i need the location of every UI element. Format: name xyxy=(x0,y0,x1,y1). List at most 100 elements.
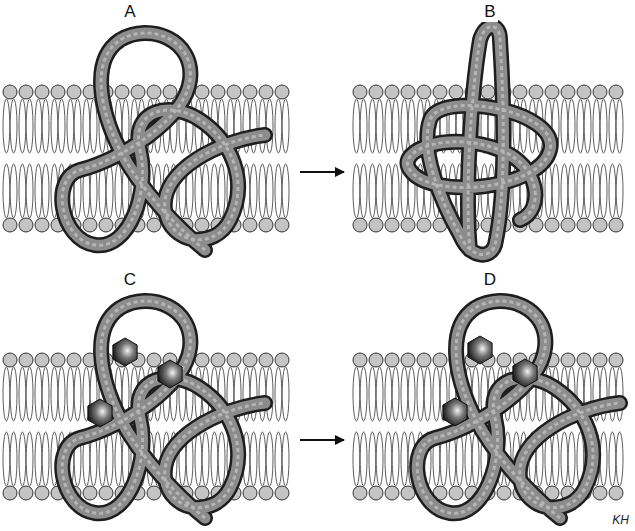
lipid-head xyxy=(51,353,65,367)
lipid-head xyxy=(385,218,399,232)
lipid-tail xyxy=(202,432,209,486)
lipid-tail xyxy=(600,432,607,486)
lipid-head xyxy=(561,218,575,232)
lipid-head xyxy=(131,85,145,99)
lipid-head xyxy=(545,218,559,232)
lipid-head xyxy=(19,218,33,232)
lipid-tail xyxy=(195,164,202,218)
ligand-hexagon xyxy=(88,399,112,427)
lipid-head xyxy=(51,85,65,99)
lipid-head xyxy=(609,218,623,232)
lipid-head xyxy=(275,486,289,500)
lipid-tail xyxy=(3,432,10,486)
lipid-tail xyxy=(376,164,383,218)
lipid-tail xyxy=(42,164,49,218)
lipid-head xyxy=(67,353,81,367)
lipid-tail xyxy=(616,367,623,421)
lipid-tail xyxy=(593,164,600,218)
lipid-tail xyxy=(593,99,600,153)
lipid-tail xyxy=(35,367,42,421)
lipid-tail xyxy=(552,432,559,486)
lipid-tail xyxy=(42,432,49,486)
lipid-head xyxy=(449,486,463,500)
panel: B xyxy=(348,0,635,262)
lipid-head xyxy=(259,85,273,99)
lipid-head xyxy=(243,85,257,99)
lipid-tail xyxy=(360,367,367,421)
artist-signature: KH xyxy=(612,513,629,527)
lipid-tail xyxy=(456,432,463,486)
lipid-head xyxy=(385,353,399,367)
lipid-tail xyxy=(353,164,360,218)
lipid-head xyxy=(195,486,209,500)
lipid-head xyxy=(609,353,623,367)
lipid-tail xyxy=(369,367,376,421)
lipid-head xyxy=(449,85,463,99)
lipid-tail xyxy=(369,99,376,153)
lipid-tail xyxy=(26,432,33,486)
lipid-head xyxy=(417,85,431,99)
lipid-tail xyxy=(282,164,289,218)
lipid-head xyxy=(147,353,161,367)
lipid-head xyxy=(259,486,273,500)
lipid-tail xyxy=(392,99,399,153)
lipid-tail xyxy=(42,367,49,421)
bilayer-midline xyxy=(352,157,633,160)
lipid-tail xyxy=(561,99,568,153)
lipid-tail xyxy=(266,99,273,153)
lipid-tail xyxy=(115,164,122,218)
lipid-head xyxy=(497,353,511,367)
lipid-head xyxy=(513,85,527,99)
lipid-tail xyxy=(74,367,81,421)
ligand-hexagon xyxy=(88,336,537,427)
lipid-tail xyxy=(10,164,17,218)
lipid-tail xyxy=(275,164,282,218)
lipid-tail xyxy=(600,164,607,218)
lipid-tail xyxy=(106,432,113,486)
lipid-tail xyxy=(376,432,383,486)
lipid-head xyxy=(593,353,607,367)
lipid-tail xyxy=(465,432,472,486)
ligand-hexagon xyxy=(158,360,182,388)
lipid-tail xyxy=(417,367,424,421)
lipid-tail xyxy=(51,367,58,421)
lipid-tail xyxy=(115,432,122,486)
lipid-tail xyxy=(99,432,106,486)
lipid-tail xyxy=(369,164,376,218)
reaction-arrow xyxy=(300,439,344,441)
lipid-tail xyxy=(19,432,26,486)
lipid-tail xyxy=(58,367,65,421)
lipid-tail xyxy=(401,432,408,486)
lipid-tail xyxy=(385,99,392,153)
lipid-tail xyxy=(401,99,408,153)
lipid-tail xyxy=(568,99,575,153)
lipid-tail xyxy=(424,367,431,421)
lipid-tail xyxy=(552,164,559,218)
lipid-tail xyxy=(275,99,282,153)
lipid-tail xyxy=(67,99,74,153)
lipid-head xyxy=(243,353,257,367)
lipid-tail xyxy=(385,432,392,486)
lipid-tail xyxy=(3,99,10,153)
lipid-tail xyxy=(26,99,33,153)
panel-letter: C xyxy=(122,270,138,290)
lipid-tail xyxy=(282,99,289,153)
lipid-head xyxy=(577,85,591,99)
lipid-tail xyxy=(360,164,367,218)
lipid-tail xyxy=(211,432,218,486)
lipid-tail xyxy=(19,367,26,421)
lipid-tail xyxy=(58,99,65,153)
lipid-head xyxy=(259,353,273,367)
lipid-head xyxy=(19,486,33,500)
lipid-head xyxy=(259,218,273,232)
lipid-tail xyxy=(360,99,367,153)
lipid-tail xyxy=(584,99,591,153)
lipid-tail xyxy=(561,164,568,218)
lipid-head xyxy=(609,486,623,500)
lipid-tail xyxy=(259,164,266,218)
lipid-head xyxy=(35,486,49,500)
lipid-head xyxy=(369,486,383,500)
lipid-tail xyxy=(282,367,289,421)
lipid-tail xyxy=(19,99,26,153)
